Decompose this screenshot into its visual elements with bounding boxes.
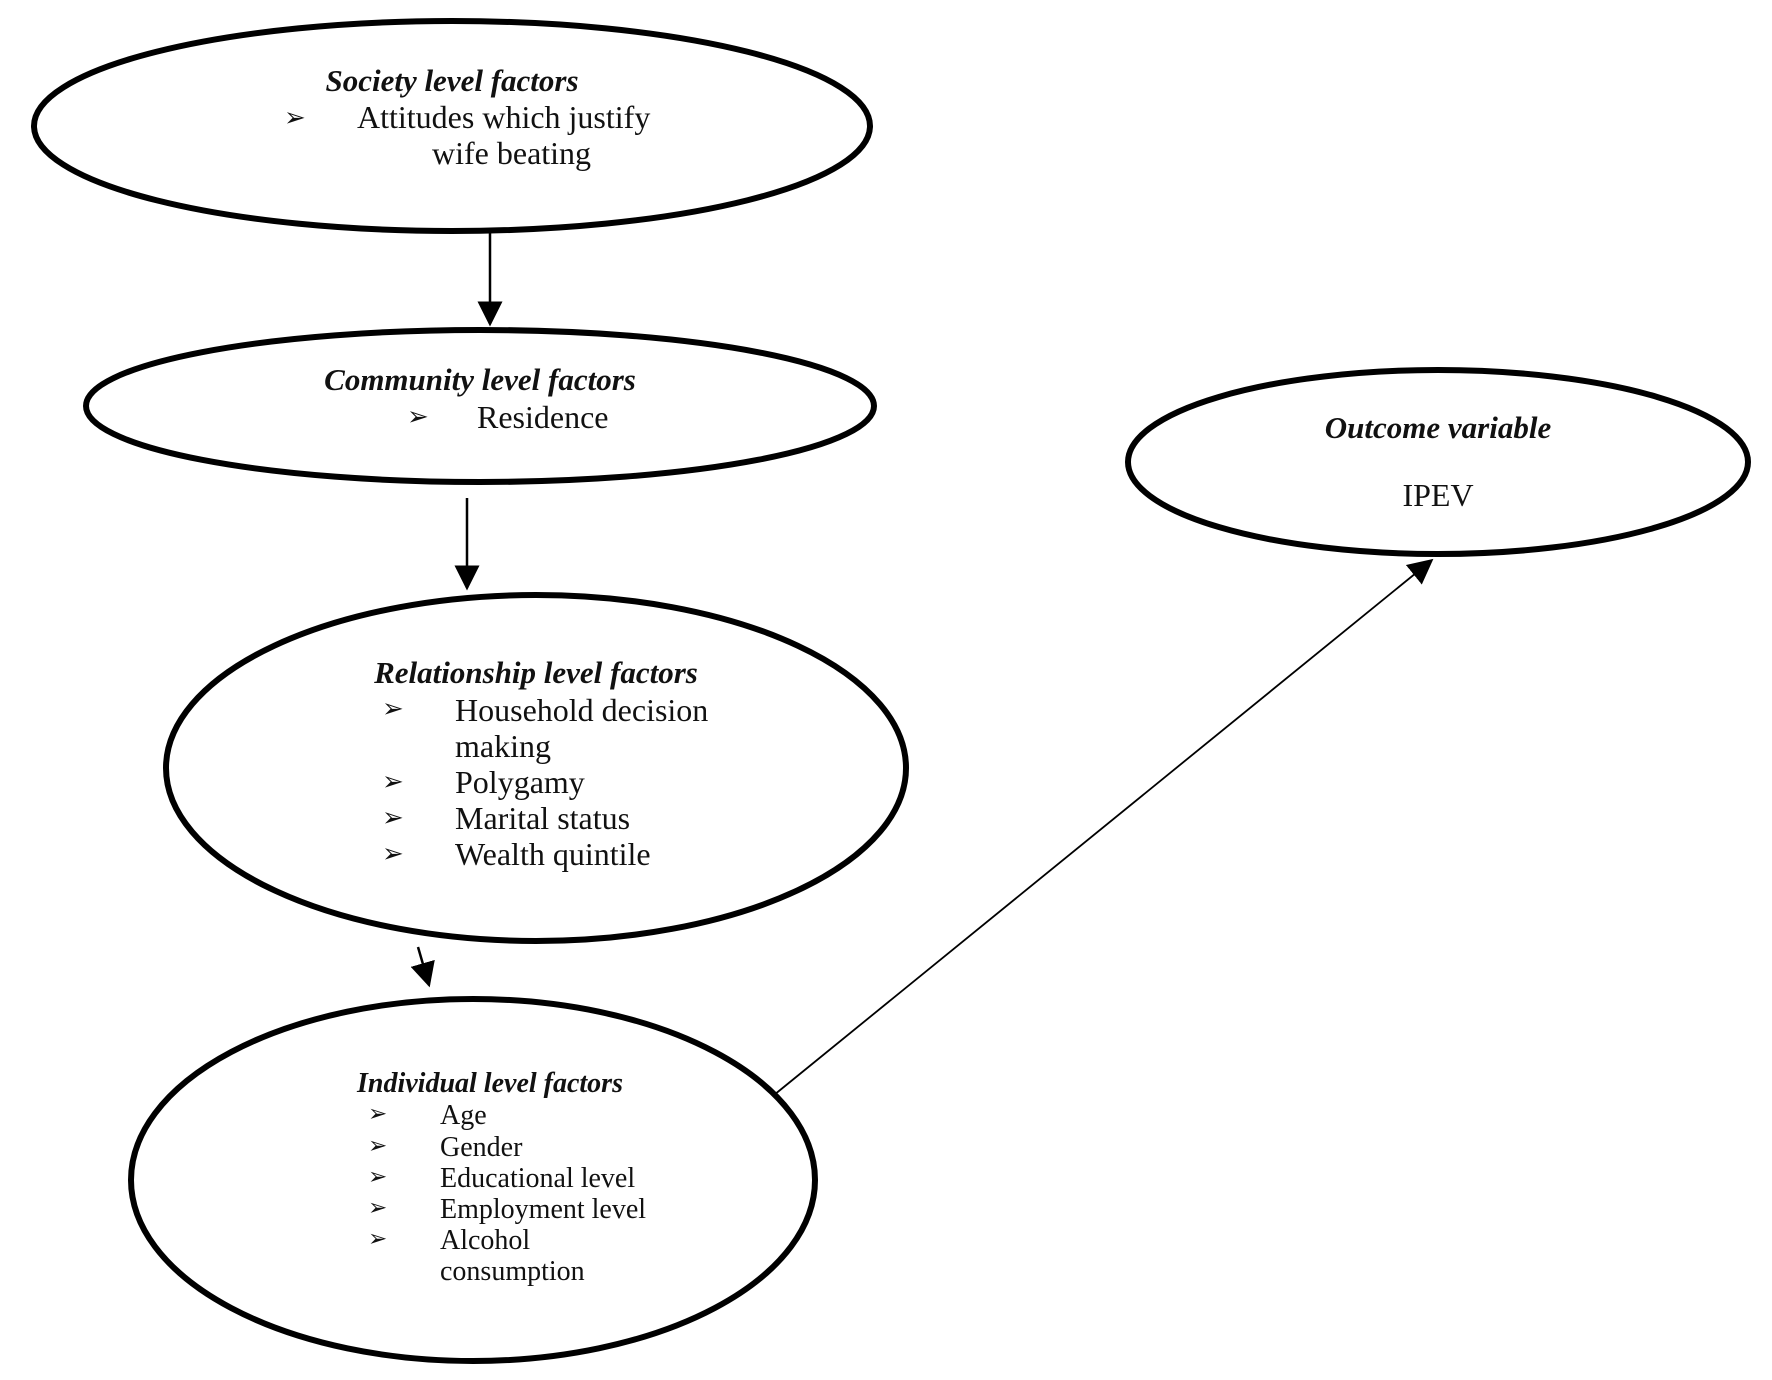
community-item-residence: Residence	[477, 399, 609, 435]
bullet-marker: ➢	[368, 1133, 387, 1159]
society-item-line-2: wife beating	[432, 135, 591, 171]
bullet-marker: ➢	[368, 1164, 387, 1190]
bullet-marker: ➢	[368, 1226, 387, 1252]
individual-item-educational-level: Educational level	[440, 1163, 635, 1194]
society-item-line-1: Attitudes which justify	[357, 99, 650, 135]
community-level-title: Community level factors	[324, 362, 636, 397]
bullet-marker: ➢	[382, 767, 404, 797]
outcome-variable-title: Outcome variable	[1325, 410, 1552, 445]
individual-level-title: Individual level factors	[356, 1068, 623, 1099]
individual-item-alcohol: Alcohol	[440, 1225, 530, 1256]
relationship-level-node: Relationship level factors ➢ Household d…	[163, 592, 909, 944]
arrow-relationship-to-individual	[410, 946, 435, 988]
relationship-item-marital-status: Marital status	[455, 800, 630, 836]
individual-level-node: Individual level factors ➢ Age ➢ Gender …	[128, 996, 818, 1364]
bullet-marker: ➢	[382, 839, 404, 869]
bullet-marker: ➢	[382, 803, 404, 833]
bullet-marker: ➢	[407, 402, 429, 432]
relationship-level-title: Relationship level factors	[373, 655, 698, 690]
individual-item-age: Age	[440, 1100, 487, 1131]
bullet-marker: ➢	[382, 694, 404, 724]
individual-item-consumption: consumption	[440, 1256, 585, 1287]
relationship-item-making: making	[455, 728, 551, 764]
society-level-node: Society level factors ➢ Attitudes which …	[31, 18, 873, 234]
bullet-marker: ➢	[368, 1101, 387, 1127]
relationship-item-household-decision: Household decision	[455, 692, 708, 728]
relationship-item-polygamy: Polygamy	[455, 764, 585, 800]
society-level-title: Society level factors	[325, 63, 578, 98]
bullet-marker: ➢	[284, 103, 306, 133]
individual-item-employment-level: Employment level	[440, 1194, 646, 1225]
bullet-marker: ➢	[368, 1195, 387, 1221]
outcome-variable-node: Outcome variable IPEV	[1125, 367, 1751, 557]
individual-item-gender: Gender	[440, 1132, 523, 1163]
community-level-node: Community level factors ➢ Residence	[83, 327, 877, 485]
relationship-item-wealth-quintile: Wealth quintile	[455, 836, 651, 872]
outcome-value-ipev: IPEV	[1402, 477, 1473, 513]
arrow-individual-to-outcome	[773, 558, 1434, 1096]
